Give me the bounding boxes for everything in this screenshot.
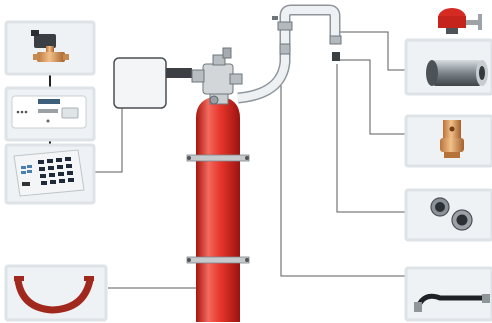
right-panel-unions <box>404 188 492 242</box>
left-panel-alarm <box>4 86 96 142</box>
cylinder-valve <box>191 47 243 105</box>
keypad-icon <box>13 149 85 197</box>
actuator-coupling-icon <box>426 8 488 86</box>
solenoid-valve-icon <box>31 30 69 62</box>
connector-to-unions <box>336 64 408 213</box>
alarm-panel-icon <box>11 95 87 129</box>
connector-to-nozzle <box>337 59 408 135</box>
left-panel-keypad <box>4 143 96 205</box>
discharge-pipe <box>237 4 342 104</box>
brass-nozzle-icon <box>440 120 464 158</box>
right-panel-actuator <box>404 8 492 96</box>
connector-to-hose <box>280 60 408 277</box>
union-fittings-icon <box>430 197 473 231</box>
red-extinguisher-cylinder <box>186 96 250 322</box>
right-panel-nozzle <box>404 114 492 168</box>
strap-icon <box>14 276 94 314</box>
control-box <box>113 57 192 109</box>
left-panel-strap <box>4 264 108 322</box>
left-panel-solenoid <box>4 20 96 76</box>
connector-keypad-to-control-box <box>92 100 123 173</box>
connector-to-actuator <box>330 31 408 71</box>
flexible-hose-icon <box>414 293 490 312</box>
right-panel-hose <box>404 266 492 322</box>
connector-lines <box>49 31 408 289</box>
